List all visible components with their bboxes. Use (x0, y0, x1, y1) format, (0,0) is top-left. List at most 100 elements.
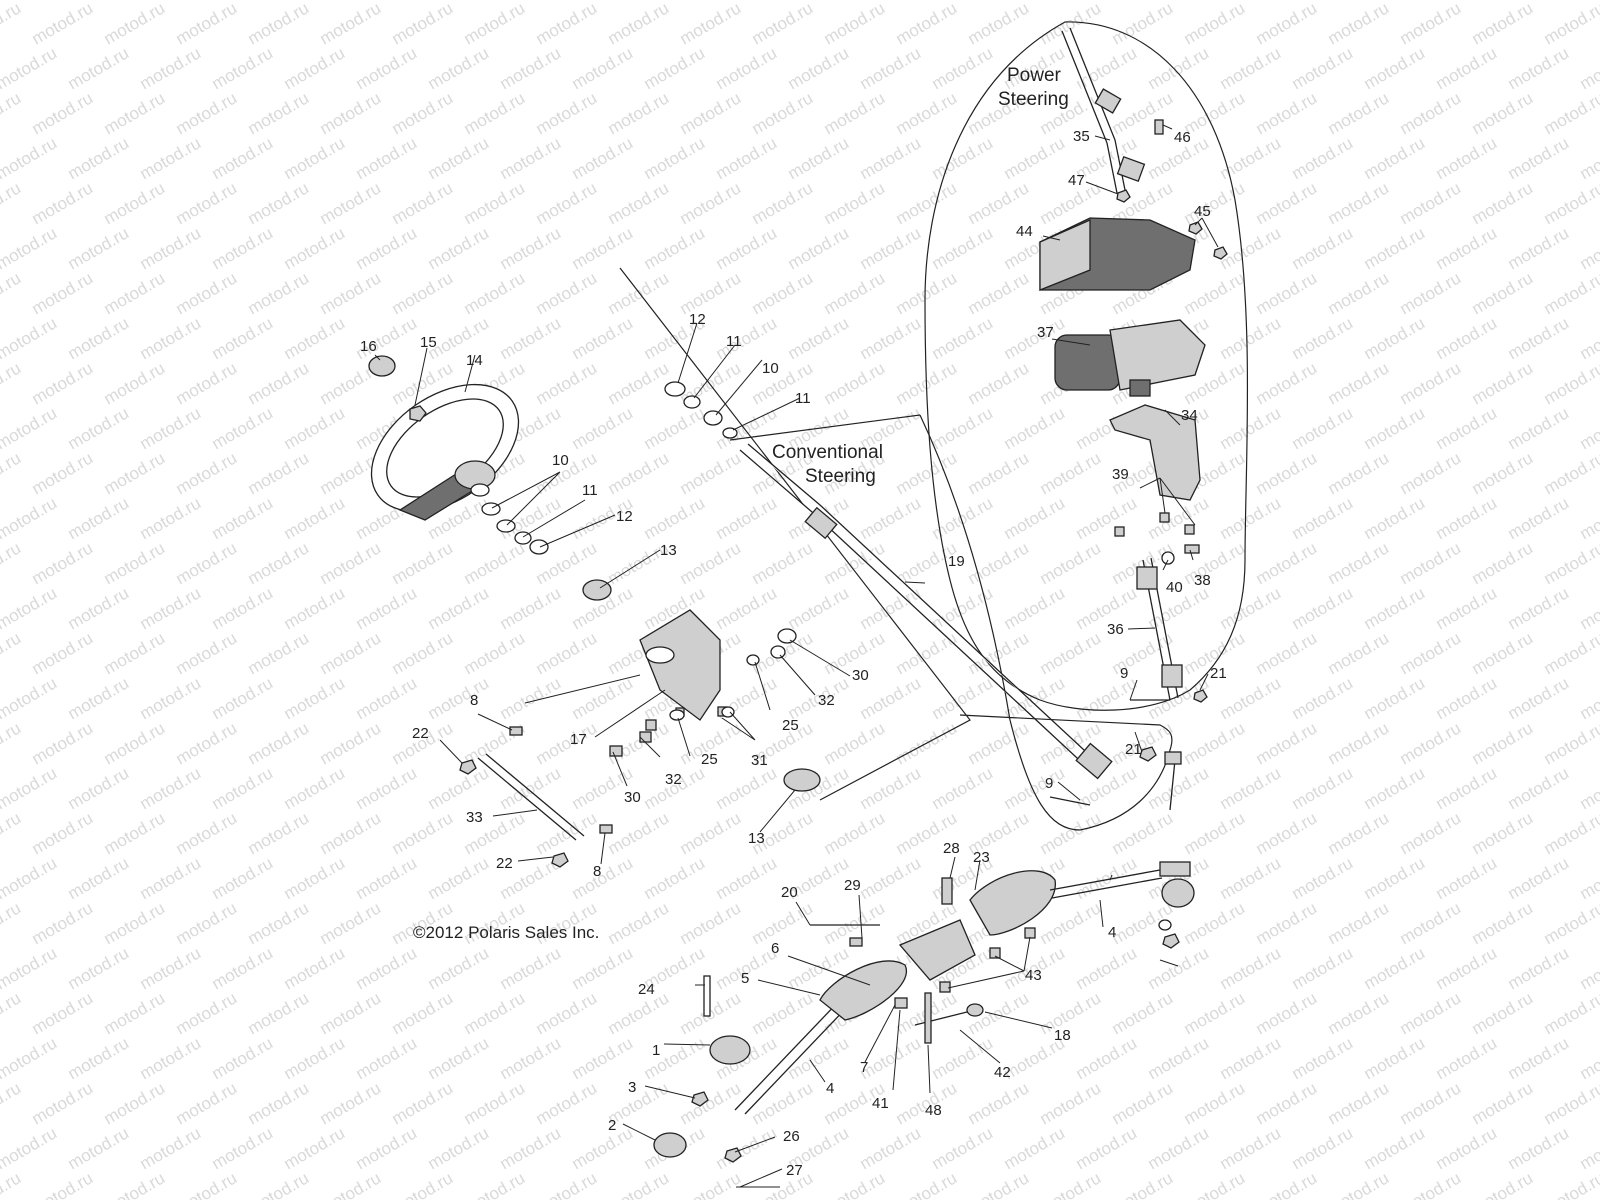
watermark-text: motod.ru (1037, 628, 1105, 678)
watermark-text: motod.ru (1505, 583, 1573, 633)
watermark-text: motod.ru (1217, 853, 1285, 903)
watermark-text: motod.ru (497, 1123, 565, 1173)
watermark-text: motod.ru (677, 1168, 745, 1200)
watermark-text: motod.ru (1325, 988, 1393, 1038)
watermark-text: motod.ru (1397, 0, 1465, 48)
watermark-text: motod.ru (281, 1123, 349, 1173)
watermark-text: motod.ru (281, 673, 349, 723)
watermark-text: motod.ru (1397, 178, 1465, 228)
watermark-text: motod.ru (0, 1078, 24, 1128)
watermark-text: motod.ru (1433, 673, 1501, 723)
watermark-text: motod.ru (0, 493, 60, 543)
callout-7: 7 (860, 1059, 868, 1076)
watermark-text: motod.ru (1541, 0, 1600, 48)
tilt-shaft (459, 726, 613, 868)
watermark-text: motod.ru (209, 43, 277, 93)
watermark-text: motod.ru (1037, 808, 1105, 858)
watermark-text: motod.ru (1145, 943, 1213, 993)
watermark-text: motod.ru (101, 448, 169, 498)
watermark-text: motod.ru (353, 763, 421, 813)
callout-11-upper: 11 (726, 333, 742, 350)
watermark-text: motod.ru (101, 268, 169, 318)
watermark-text: motod.ru (1253, 268, 1321, 318)
watermark-text: motod.ru (1325, 718, 1393, 768)
watermark-text: motod.ru (713, 223, 781, 273)
watermark-text: motod.ru (137, 943, 205, 993)
watermark-text: motod.ru (0, 268, 24, 318)
watermark-text: motod.ru (65, 1123, 133, 1173)
watermark-text: motod.ru (281, 43, 349, 93)
watermark-text: motod.ru (569, 1033, 637, 1083)
watermark-text: motod.ru (1505, 1033, 1573, 1083)
steering-wheel-assembly (368, 355, 612, 601)
watermark-text: motod.ru (1181, 718, 1249, 768)
callout-21-power: 21 (1210, 665, 1227, 682)
watermark-text: motod.ru (1433, 583, 1501, 633)
watermark-text: motod.ru (101, 358, 169, 408)
watermark-text: motod.ru (101, 1078, 169, 1128)
watermark-text: motod.ru (713, 493, 781, 543)
watermark-text: motod.ru (605, 358, 673, 408)
watermark-text: motod.ru (137, 313, 205, 363)
watermark-text: motod.ru (1397, 898, 1465, 948)
callout-9-power: 9 (1120, 665, 1128, 682)
watermark-text: motod.ru (1073, 673, 1141, 723)
watermark-text: motod.ru (1577, 403, 1600, 453)
watermark-text: motod.ru (1253, 1168, 1321, 1200)
watermark-text: motod.ru (173, 898, 241, 948)
callout-2: 2 (608, 1117, 616, 1134)
watermark-text: motod.ru (0, 88, 24, 138)
watermark-text: motod.ru (605, 1168, 673, 1200)
watermark-text: motod.ru (0, 988, 24, 1038)
watermark-text: motod.ru (1289, 583, 1357, 633)
watermark-text: motod.ru (389, 808, 457, 858)
watermark-text: motod.ru (0, 808, 24, 858)
watermark-text: motod.ru (1289, 493, 1357, 543)
callout-22-top: 22 (412, 725, 429, 742)
watermark-text: motod.ru (1325, 628, 1393, 678)
watermark-text: motod.ru (461, 1078, 529, 1128)
watermark-text: motod.ru (677, 808, 745, 858)
watermark-text: motod.ru (0, 403, 60, 453)
watermark-text: motod.ru (929, 1033, 997, 1083)
watermark-text: motod.ru (569, 313, 637, 363)
watermark-text: motod.ru (1361, 673, 1429, 723)
watermark-text: motod.ru (1505, 133, 1573, 183)
watermark-text: motod.ru (1037, 448, 1105, 498)
watermark-text: motod.ru (209, 1123, 277, 1173)
watermark-text: motod.ru (389, 988, 457, 1038)
power-steering-title-2: Steering (998, 89, 1069, 110)
watermark-text: motod.ru (461, 88, 529, 138)
watermark-text: motod.ru (1325, 448, 1393, 498)
watermark-text: motod.ru (821, 268, 889, 318)
watermark-text: motod.ru (29, 0, 97, 48)
watermark-text: motod.ru (1505, 313, 1573, 363)
callout-44: 44 (1016, 223, 1033, 240)
watermark-text: motod.ru (1361, 1033, 1429, 1083)
watermark-text: motod.ru (1505, 493, 1573, 543)
watermark-text: motod.ru (533, 808, 601, 858)
watermark-text: motod.ru (1433, 763, 1501, 813)
watermark-text: motod.ru (1577, 1033, 1600, 1083)
watermark-text: motod.ru (1001, 0, 1069, 3)
watermark-text: motod.ru (1325, 88, 1393, 138)
callout-11-left: 11 (582, 482, 598, 499)
watermark-text: motod.ru (641, 853, 709, 903)
watermark-text: motod.ru (101, 1168, 169, 1200)
watermark-text: motod.ru (857, 133, 925, 183)
watermark-text: motod.ru (353, 943, 421, 993)
watermark-text: motod.ru (137, 403, 205, 453)
watermark-text: motod.ru (29, 178, 97, 228)
watermark-text: motod.ru (713, 313, 781, 363)
watermark-text: motod.ru (425, 583, 493, 633)
watermark-text: motod.ru (281, 0, 349, 3)
watermark-text: motod.ru (389, 628, 457, 678)
watermark-text: motod.ru (173, 808, 241, 858)
watermark-text: motod.ru (317, 538, 385, 588)
watermark-text: motod.ru (677, 0, 745, 48)
watermark-text: motod.ru (1541, 1078, 1600, 1128)
watermark-text: motod.ru (65, 943, 133, 993)
watermark-text: motod.ru (1397, 808, 1465, 858)
watermark-text: motod.ru (1325, 898, 1393, 948)
